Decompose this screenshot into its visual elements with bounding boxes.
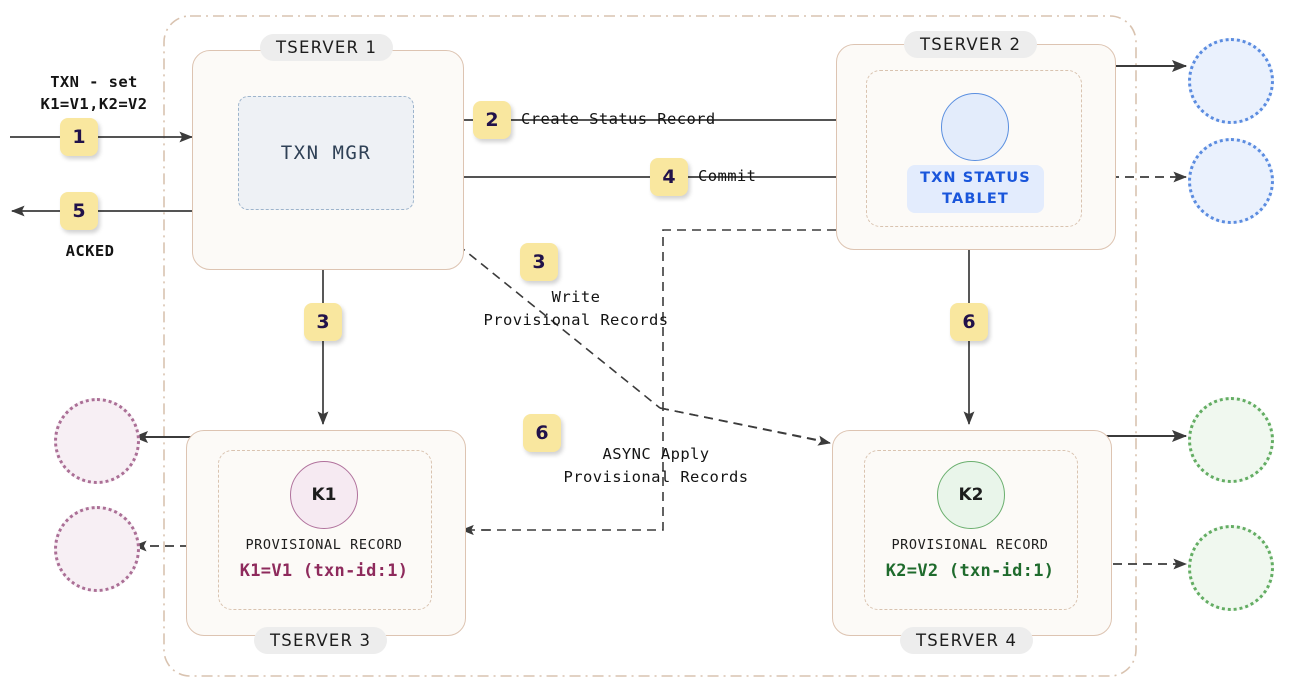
write-provisional-line2: Provisional Records: [483, 311, 669, 330]
tserver-4-inner-region: [864, 450, 1078, 610]
replica-green-top[interactable]: [1188, 397, 1274, 483]
replica-blue-bottom[interactable]: [1188, 138, 1274, 224]
k1-node[interactable]: K1: [290, 461, 358, 529]
k1-record-value: K1=V1 (txn-id:1): [239, 561, 409, 581]
step-badge-3-write[interactable]: 3: [520, 243, 558, 281]
step-badge-2[interactable]: 2: [473, 101, 511, 139]
step-badge-3-vertical[interactable]: 3: [304, 303, 342, 341]
write-provisional-line1: Write: [551, 288, 601, 306]
txn-status-circle[interactable]: [941, 93, 1009, 161]
txn-status-tablet-line1: TXN STATUS: [920, 169, 1031, 186]
txn-status-tablet-line2: TABLET: [942, 191, 1009, 207]
k2-node[interactable]: K2: [937, 461, 1005, 529]
step-label-commit: Commit: [698, 167, 757, 185]
step-label-async-apply: ASYNC Apply Provisional Records: [528, 443, 784, 490]
step-badge-6-async[interactable]: 6: [523, 414, 561, 452]
k2-record-title: PROVISIONAL RECORD: [891, 537, 1049, 553]
step-label-create-status-record: Create Status Record: [521, 110, 716, 128]
step-badge-6-vertical[interactable]: 6: [950, 303, 988, 341]
acked-caption: ACKED: [65, 242, 115, 260]
tserver-3-label: TSERVER 3: [254, 627, 388, 654]
txn-mgr-box[interactable]: TXN MGR: [238, 96, 414, 210]
step-badge-5[interactable]: 5: [60, 192, 98, 230]
k2-record-value: K2=V2 (txn-id:1): [885, 561, 1055, 581]
tserver-1-label: TSERVER 1: [260, 34, 394, 61]
tserver-2-inner-region: [866, 70, 1082, 227]
tserver-2-label: TSERVER 2: [904, 31, 1038, 58]
request-caption-line1: TXN - set: [50, 73, 138, 91]
replica-pink-bottom[interactable]: [54, 506, 140, 592]
async-apply-line1: ASYNC Apply: [602, 445, 710, 463]
tserver-3-inner-region: [218, 450, 432, 610]
cluster-boundary: [163, 15, 1137, 677]
step-badge-4[interactable]: 4: [650, 158, 688, 196]
replica-blue-top[interactable]: [1188, 38, 1274, 124]
async-apply-line2: Provisional Records: [563, 468, 749, 487]
request-caption-line2: K1=V1,K2=V2: [40, 95, 148, 113]
replica-green-bottom[interactable]: [1188, 525, 1274, 611]
k1-record-title: PROVISIONAL RECORD: [245, 537, 403, 553]
tserver-4-label: TSERVER 4: [900, 627, 1034, 654]
replica-pink-top[interactable]: [54, 398, 140, 484]
step-label-write-provisional: Write Provisional Records: [448, 286, 704, 333]
txn-status-tablet-pill[interactable]: TXN STATUS TABLET: [907, 165, 1044, 213]
step-badge-1[interactable]: 1: [60, 118, 98, 156]
